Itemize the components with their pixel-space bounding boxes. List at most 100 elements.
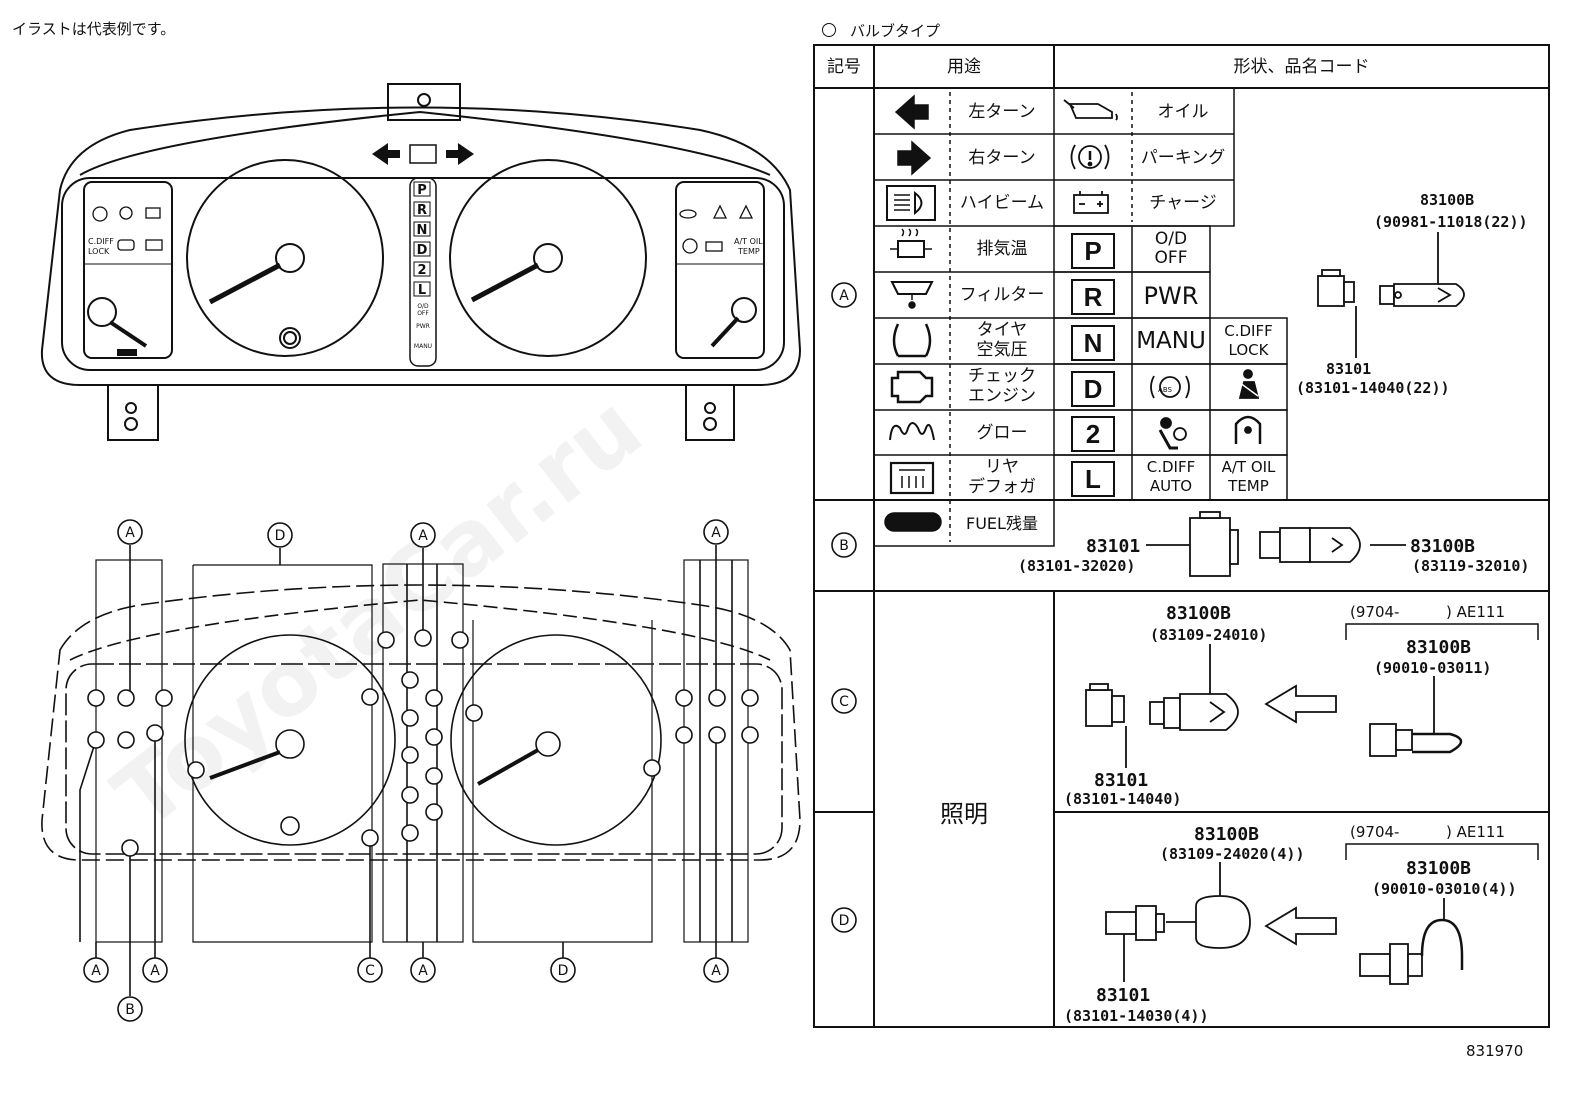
mount-hole <box>417 93 431 107</box>
col-symbol-header: 記号 <box>827 57 861 77</box>
circle-bullet-icon <box>822 23 836 37</box>
svg-text:OFF: OFF <box>417 310 429 317</box>
svg-text:N: N <box>417 223 428 238</box>
rowC-alt-model: ) AE111 <box>1446 603 1505 621</box>
bulb-type-title: バルブタイプ <box>822 20 940 41</box>
document-code: 831970 <box>1466 1042 1524 1060</box>
fuel-gauge-pivot <box>87 297 117 327</box>
rear-tach-recess <box>450 634 662 846</box>
rowD-alt-model: ) AE111 <box>1446 823 1505 841</box>
gear-letter-P: P <box>1071 233 1115 269</box>
svg-text:TEMP: TEMP <box>737 247 760 256</box>
mode-label-pwr: PWR <box>1143 282 1199 310</box>
usage-label-glow: グロー <box>976 423 1028 443</box>
svg-text:C.DIFF: C.DIFF <box>88 237 114 246</box>
exhaust-temp-icon <box>890 228 932 258</box>
callout-B1: B <box>125 1002 135 1018</box>
callout-D2: D <box>558 963 569 979</box>
rowA-bulb-icon <box>1379 283 1465 307</box>
rowB-socket-name: 83101 <box>1086 536 1141 557</box>
gear-column <box>409 177 437 367</box>
svg-text:O/D: O/D <box>417 303 429 310</box>
symbol-A: A <box>839 288 849 304</box>
rowC-alt-bulb-code: (90010-03011) <box>1374 659 1492 677</box>
usage-label-left-turn: 左ターン <box>968 102 1036 122</box>
battery-icon <box>1073 191 1109 214</box>
glow-icon <box>889 422 935 441</box>
zone-D-left-frame <box>192 564 373 943</box>
bulb-type-label: バルブタイプ <box>850 22 941 40</box>
right-arrow-icon <box>897 140 932 176</box>
col-shape-header: 形状、品名コード <box>1233 57 1370 77</box>
rowD-alt-bulb-name: 83100B <box>1406 858 1472 879</box>
fuel-filter-icon <box>890 281 934 309</box>
usage-label-defogger: リヤ デフォガ <box>968 457 1036 497</box>
symbol-B: B <box>839 538 849 554</box>
shape-label-oil: オイル <box>1157 102 1209 122</box>
gear-letter-R: R <box>1071 279 1115 315</box>
usage-label-tire: タイヤ 空気圧 <box>976 320 1028 360</box>
seatbelt-icon <box>1235 369 1260 399</box>
usage-label-fuel: FUEL残量 <box>966 514 1038 533</box>
temp-gauge-pivot <box>731 297 757 323</box>
airbag-icon <box>1158 417 1187 450</box>
tire-pressure-icon: ••• <box>892 323 932 358</box>
symbol-D: D <box>839 913 850 929</box>
rowC-alt-bulb-icon <box>1369 723 1463 757</box>
usage-label-check-engine: チェック エンジン <box>968 366 1036 406</box>
speedometer-dial <box>186 159 384 357</box>
svg-text:A/T OIL: A/T OIL <box>734 237 763 246</box>
callout-A6: A <box>418 963 428 979</box>
callout-A4: A <box>91 963 101 979</box>
zone-A-left-frame <box>95 559 163 943</box>
mode-label-cdiff-auto: C.DIFF AUTO <box>1146 458 1196 495</box>
gear-letter-D: D <box>1071 371 1115 407</box>
rowA-bulb-name: 83100B <box>1420 191 1475 209</box>
rowC-bulb-code: (83109-24010) <box>1150 626 1268 644</box>
rowD-alt-bulb-icon <box>1359 918 1464 985</box>
callout-A7: A <box>711 963 721 979</box>
rear-defogger-icon <box>889 461 935 495</box>
usage-label-right-turn: 右ターン <box>968 148 1036 168</box>
svg-text:L: L <box>418 283 426 298</box>
usage-label-lighting: 照明 <box>940 800 988 828</box>
rowB-bulb-name: 83100B <box>1410 536 1476 557</box>
rowC-socket-code: (83101-14040) <box>1064 790 1182 808</box>
cluster-housing <box>40 106 802 386</box>
left-bracket <box>107 385 159 441</box>
gear-letter-2: 2 <box>1071 416 1115 452</box>
check-engine-icon <box>890 370 934 404</box>
callout-A3: A <box>711 525 721 541</box>
oil-can-icon <box>1063 99 1118 121</box>
abs-icon <box>1150 375 1190 399</box>
callout-D1: D <box>275 528 286 544</box>
usage-label-exhaust: 排気温 <box>976 239 1028 259</box>
left-turn-indicator-icon <box>372 143 400 165</box>
rowD-socket-name: 83101 <box>1096 985 1151 1006</box>
rowB-socket-icon <box>1189 511 1239 577</box>
parking-brake-icon <box>1070 144 1110 170</box>
rowD-alt-bulb-code: (90010-03010(4)) <box>1372 880 1517 898</box>
fuel-gauge-bar-icon <box>884 512 942 532</box>
svg-text:MANU: MANU <box>414 343 432 350</box>
rowA-socket-name: 83101 <box>1326 360 1372 378</box>
high-beam-indicator-icon <box>409 144 437 164</box>
svg-text:D: D <box>417 243 428 258</box>
rowB-bulb-icon <box>1259 527 1361 563</box>
rowA-socket-icon <box>1317 269 1355 307</box>
svg-text:PWR: PWR <box>416 323 430 330</box>
col-usage-header: 用途 <box>947 57 981 77</box>
illustration-note: イラストは代表例です。 <box>12 20 176 38</box>
rowB-socket-code: (83101-32020) <box>1018 557 1136 575</box>
top-mount-tab <box>387 83 461 121</box>
svg-text:ABS: ABS <box>1158 386 1172 394</box>
housing-inner-rim <box>79 110 771 176</box>
right-warning-panel <box>675 181 765 359</box>
rowA-bulb-code: (90981-11018(22)) <box>1374 213 1528 231</box>
rowD-bulb-code: (83109-24020(4)) <box>1160 845 1305 863</box>
extra-label-cdiff-lock: C.DIFF LOCK <box>1224 322 1273 359</box>
svg-text:P: P <box>417 183 427 198</box>
rowC-bulb-name: 83100B <box>1166 603 1232 624</box>
